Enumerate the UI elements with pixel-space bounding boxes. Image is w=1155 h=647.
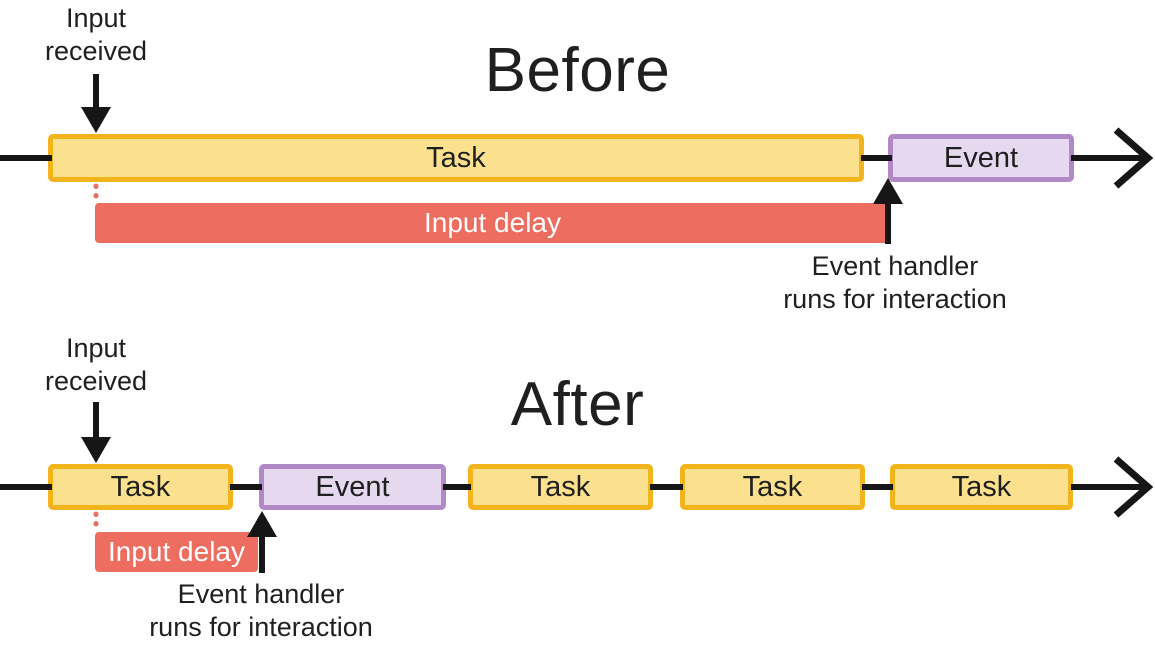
after-input-received-label: Input received <box>44 333 148 396</box>
after-event-handler-label: Event handler runs for interaction <box>149 579 373 642</box>
after-task-bar-4: Task <box>890 464 1073 510</box>
before-input-delay-label: Input delay <box>424 207 561 238</box>
after-event-bar: Event <box>259 464 446 510</box>
after-task-label-1: Task <box>110 470 171 503</box>
after-timeline-arrowhead-icon <box>1113 456 1154 518</box>
before-event-handler-label: Event handler runs for interaction <box>783 251 1007 314</box>
after-task-bar-2: Task <box>468 464 653 510</box>
after-input-delay-bar: Input delay <box>95 532 258 572</box>
after-input-delay-label: Input delay <box>108 536 245 567</box>
after-task-label-4: Task <box>951 470 1012 503</box>
before-timeline-arrowhead-icon <box>1113 127 1154 189</box>
before-title: Before <box>484 36 671 105</box>
after-task-bar-1: Task <box>48 464 233 510</box>
before-task-bar: Task <box>48 134 864 182</box>
after-task-bar-3: Task <box>680 464 865 510</box>
before-input-delay-bar: Input delay <box>95 203 890 243</box>
before-event-label: Event <box>943 141 1019 174</box>
after-task-label-2: Task <box>530 470 591 503</box>
before-event-bar: Event <box>888 134 1074 182</box>
before-input-received-label: Input received <box>44 3 148 66</box>
before-task-label: Task <box>426 141 486 174</box>
after-title: After <box>510 370 645 439</box>
after-task-label-3: Task <box>742 470 803 503</box>
after-event-label: Event <box>315 470 390 503</box>
